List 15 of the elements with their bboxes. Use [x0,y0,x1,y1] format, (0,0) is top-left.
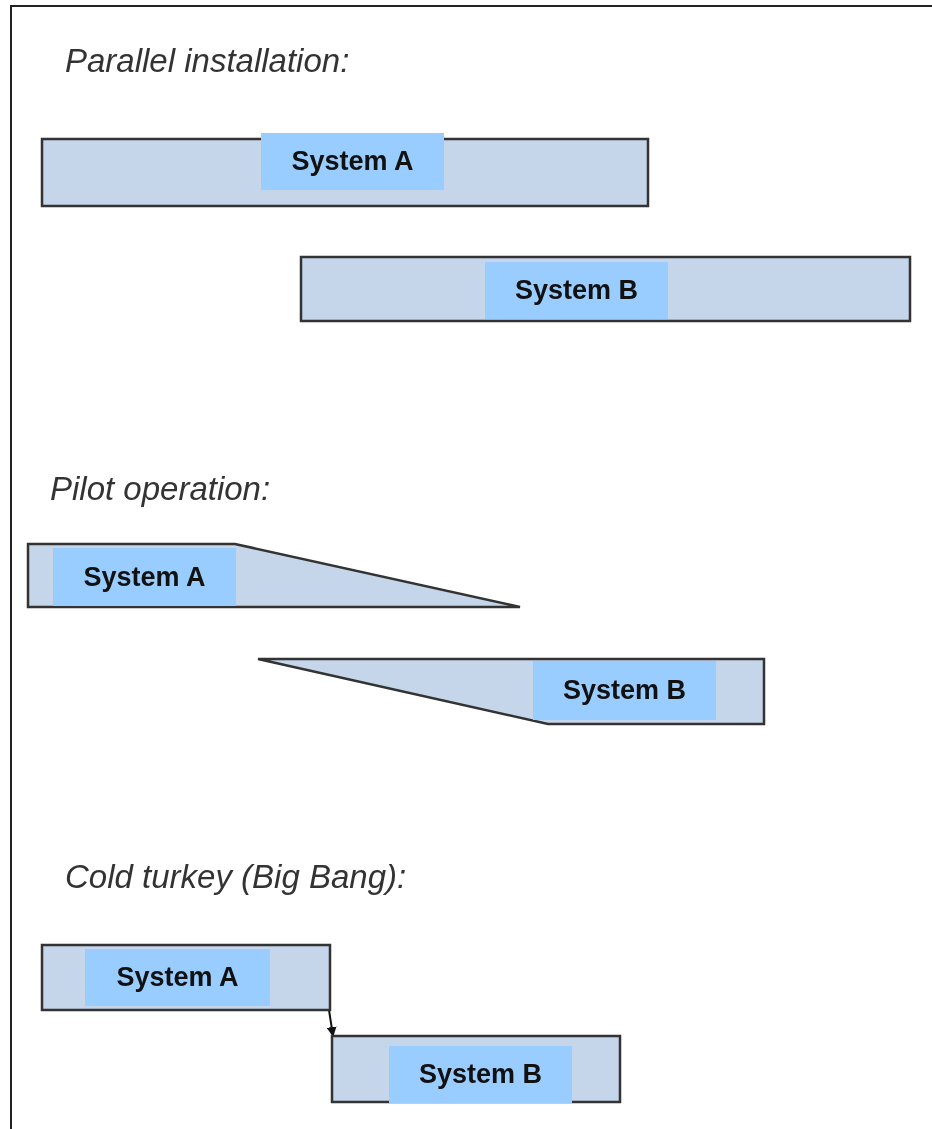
timeline-bar [301,257,910,321]
system-label: System B [533,661,716,720]
system-label: System B [485,262,668,319]
section-heading: Pilot operation: [50,470,271,508]
section-heading: Cold turkey (Big Bang): [65,858,407,896]
section-heading: Parallel installation: [65,42,350,80]
system-label: System A [85,949,270,1006]
system-label: System B [389,1046,572,1103]
arrow [326,1009,337,1037]
timeline-bar [42,945,330,1010]
system-label: System A [261,133,444,190]
timeline-bar [258,659,764,724]
system-label: System A [53,548,236,606]
timeline-bar [332,1036,620,1102]
timeline-bar [28,544,520,607]
